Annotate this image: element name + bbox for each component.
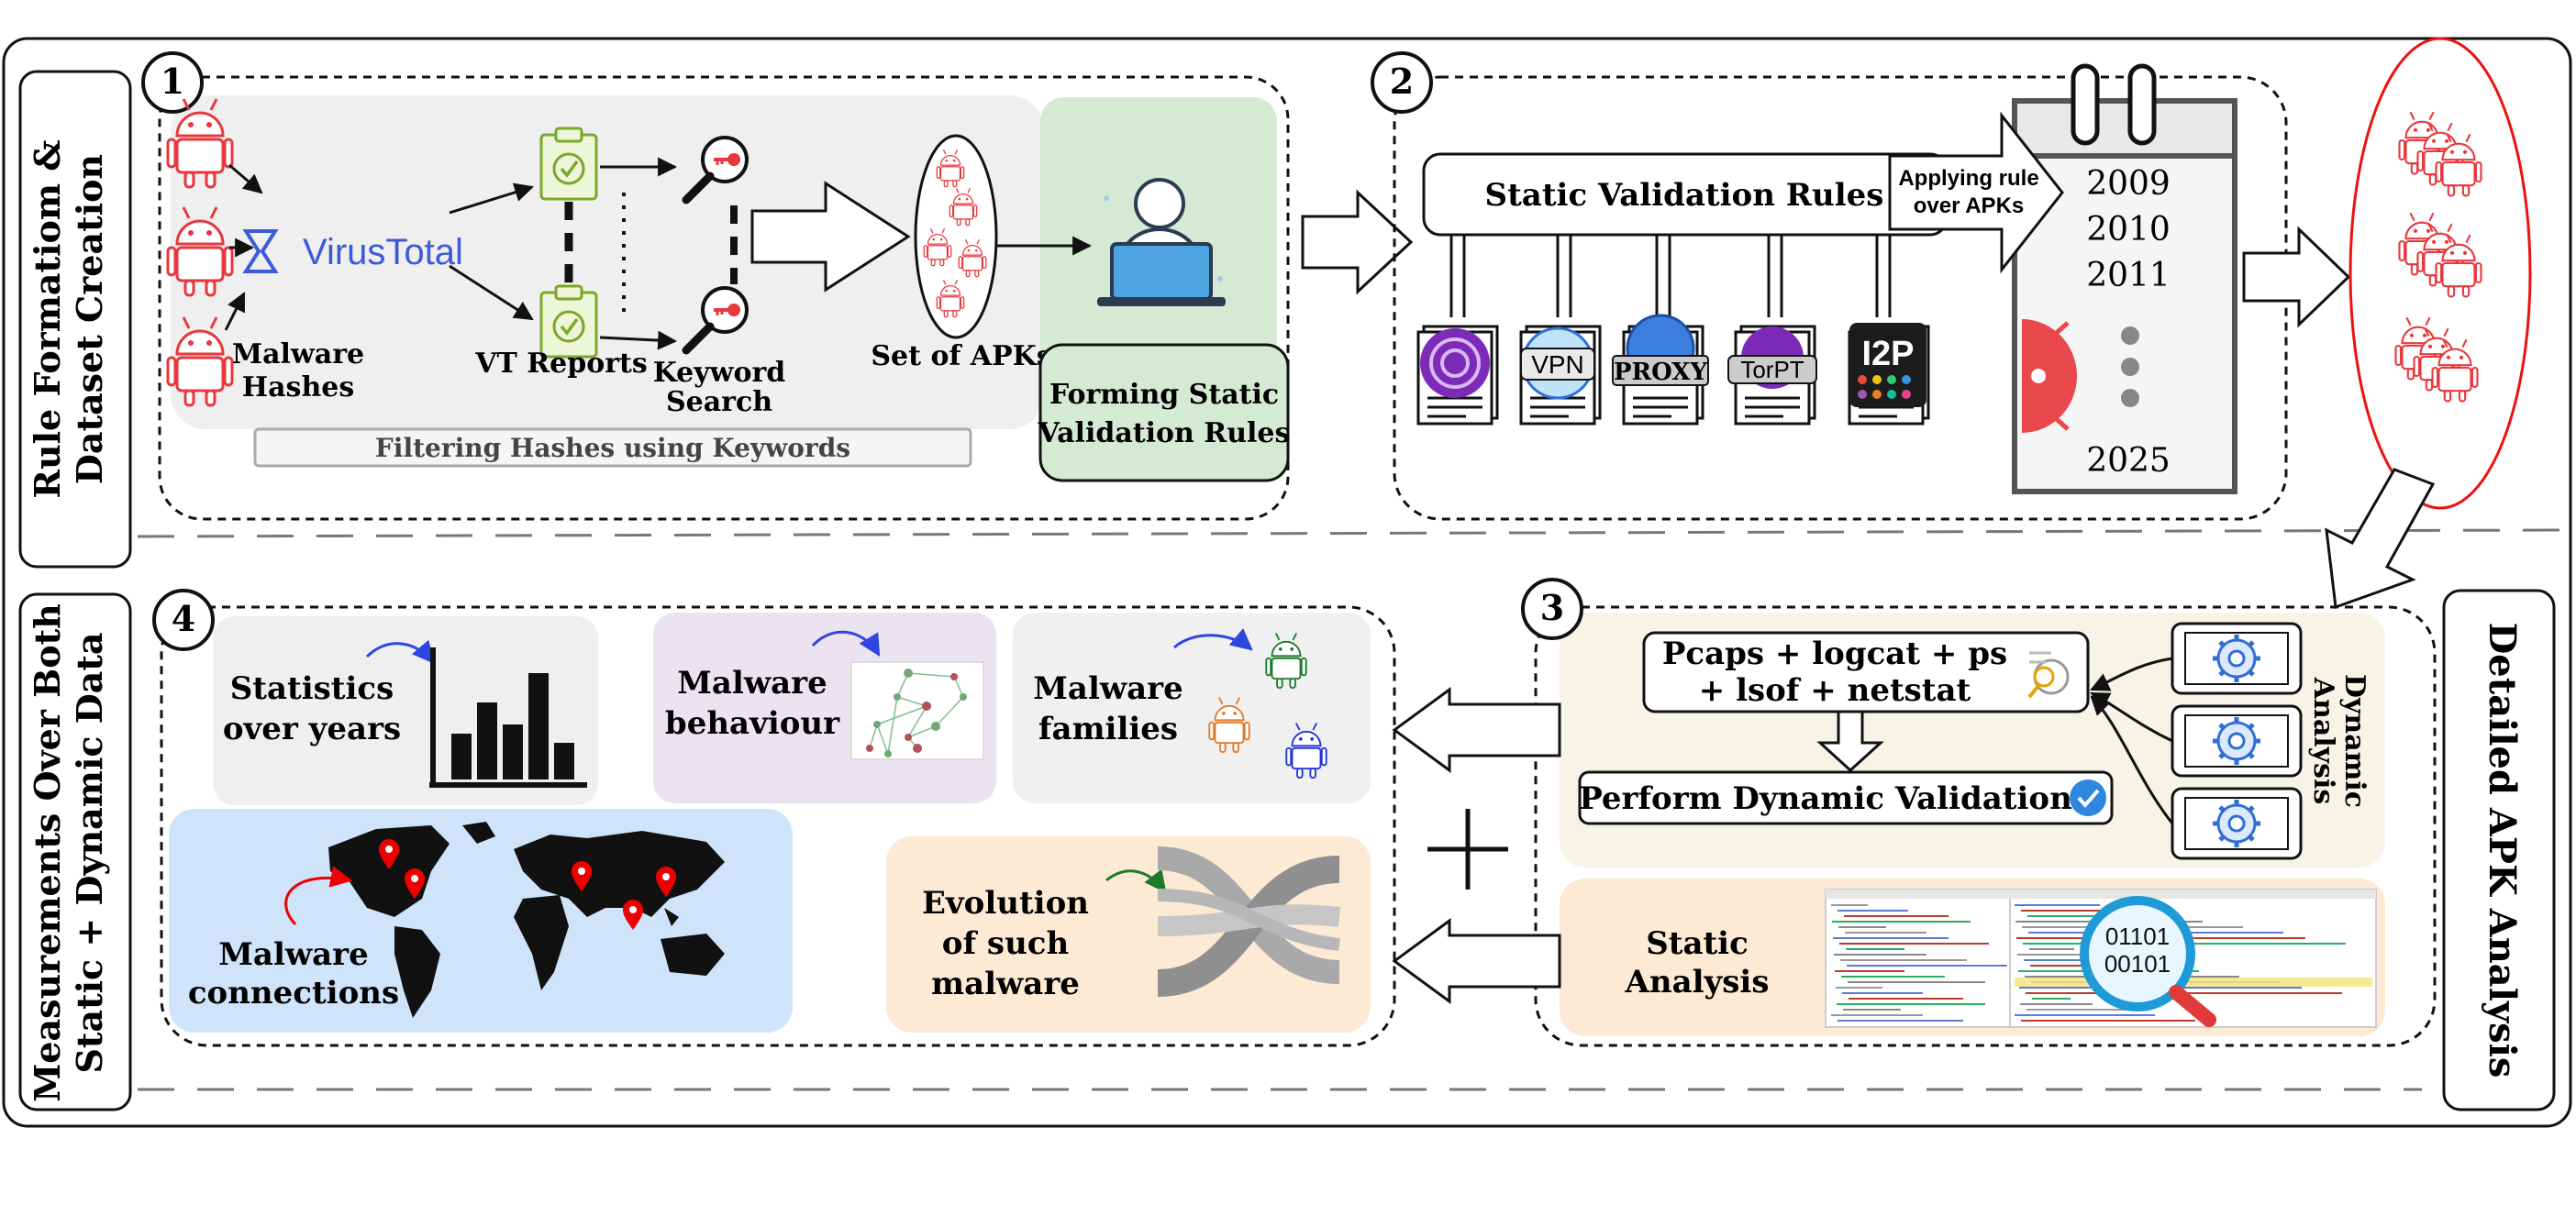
svg-text:Filtering Hashes using Keyword: Filtering Hashes using Keywords [375,433,850,463]
dynamic-analysis-label: DynamicAnalysis [2307,674,2371,808]
svg-text:VPN: VPN [1531,350,1584,379]
svg-text:I2P: I2P [1861,335,1914,373]
document-vpn: VPN [1519,325,1602,426]
svg-text:2009: 2009 [2086,165,2171,203]
capture-box: Pcaps + logcat + ps+ lsof + netstat [1642,631,2090,713]
world-map-icon [328,822,725,1018]
vt-reports-label: VT Reports [474,348,648,380]
clipboard-check-icon [539,284,598,359]
set-of-apks-label: Set of APKs [871,340,1051,372]
static-rules-label: Static Validation Rules [1485,177,1884,214]
svg-text:2: 2 [1390,61,1414,102]
side-label-right: Detailed APK Analysis [2442,589,2556,1111]
virustotal-logo: VirusTotal [242,229,463,273]
svg-text:2010: 2010 [2086,211,2171,249]
svg-text:2025: 2025 [2086,442,2171,480]
flow-arrow [2242,226,2351,328]
laptop-user-icon [1097,178,1226,306]
svg-text:1: 1 [161,61,184,102]
document-i2p: I2P [1848,323,1930,426]
flow-arrow [1392,918,1561,1004]
flow-arrow [2325,468,2436,610]
bar-chart-icon [429,647,587,788]
step-number-1: 1 [141,51,204,114]
flow-arrow [1392,687,1561,773]
calendar-icon: 2009 2010 2011 2025 [2012,63,2237,494]
svg-text:4: 4 [172,598,195,639]
stage-2: 2 Static Validation Rules VPN [1371,51,2288,521]
svg-text:Measurements Over BothStatic +: Measurements Over BothStatic + Dynamic D… [27,603,110,1102]
document-torpt: TorPT [1727,325,1817,426]
malicious-apk-set [2348,37,2532,510]
svg-text:Detailed APK Analysis: Detailed APK Analysis [2481,623,2524,1078]
big-arrow [750,181,911,293]
apk-set [914,134,998,339]
document-tor [1416,325,1499,426]
clipboard-check-icon [539,127,598,201]
document-proxy: PROXY [1612,314,1709,426]
filtering-bar: Filtering Hashes using Keywords [253,427,972,468]
search-gear-icon [2027,651,2070,699]
side-label-top-left: Rule Formatiom &Dataset Creation [18,70,132,569]
phone-gear-icon [2172,624,2301,693]
stage-3: 3 Pcaps + logcat + ps+ lsof + netstat Pe… [1521,578,2437,1047]
verify-badge-icon [2070,779,2106,816]
phone-gear-icon [2172,789,2301,858]
flow-arrow [1301,189,1414,295]
phone-gear-icon [2172,706,2301,776]
svg-text:3: 3 [1540,587,1564,628]
plus-icon [1427,809,1508,890]
side-label-bottom-left: Measurements Over BothStatic + Dynamic D… [18,592,132,1111]
svg-text:2011: 2011 [2086,257,2171,294]
perform-validation-box: Perform Dynamic Validation [1578,770,2114,825]
svg-text:Rule Formatiom &Dataset Creati: Rule Formatiom &Dataset Creation [27,139,110,498]
svg-text:VirusTotal: VirusTotal [303,232,463,272]
svg-text:Perform Dynamic Validation: Perform Dynamic Validation [1579,780,2072,817]
step-number-3: 3 [1521,578,1583,640]
step-number-2: 2 [1371,51,1433,114]
svg-text:TorPT: TorPT [1740,356,1804,383]
svg-text:Pcaps + logcat + ps+ lsof + ne: Pcaps + logcat + ps+ lsof + netstat [1662,636,2007,709]
svg-text:PROXY: PROXY [1614,359,1708,386]
android-head-icon [2022,319,2077,433]
step-number-4: 4 [152,589,215,651]
sankey-icon [1157,846,1341,997]
